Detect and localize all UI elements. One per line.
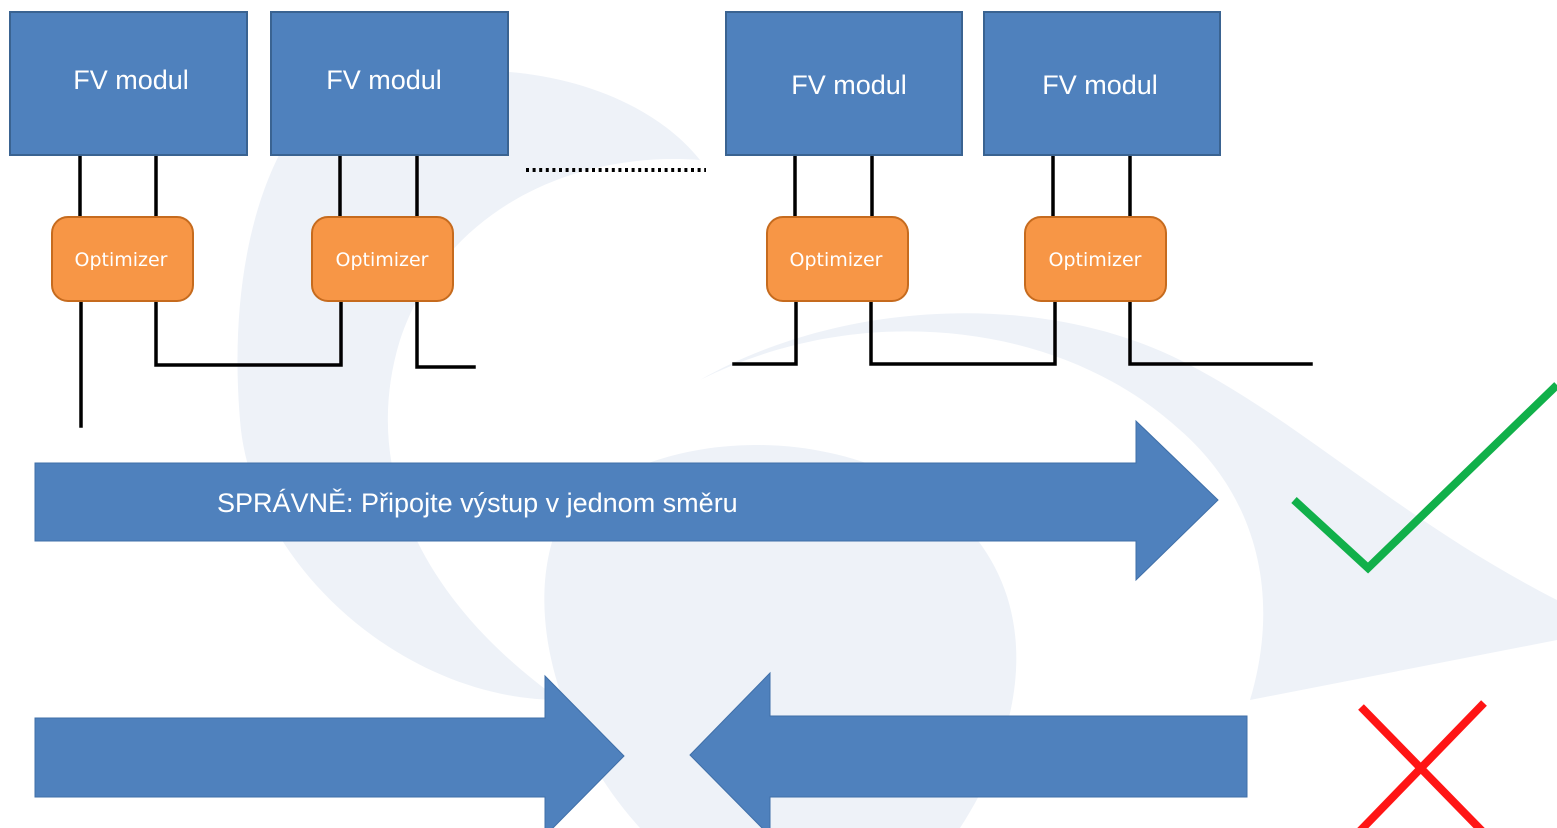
module-label: FV modul [73, 65, 189, 95]
optimizer-4: Optimizer [1024, 216, 1167, 302]
pv-module-1: FV modul [9, 11, 248, 156]
watermark-logo [237, 70, 1557, 828]
watermark-shape-right [700, 313, 1557, 700]
pv-module-2: FV modul [270, 11, 509, 156]
correct-direction-arrow: SPRÁVNĚ: Připojte výstup v jednom směru [34, 419, 1219, 582]
wire [154, 298, 343, 367]
wire [1128, 298, 1313, 366]
check-mark-icon [1291, 382, 1557, 574]
module-label: FV modul [326, 65, 442, 95]
optimizer-box [311, 216, 454, 302]
pv-module-3: FV modul [725, 11, 963, 156]
optimizer-1: Optimizer [51, 216, 194, 302]
optimizer-label: Optimizer [335, 249, 428, 271]
module-box [9, 11, 248, 156]
wire [732, 298, 798, 366]
wiring [78, 153, 1313, 428]
optimizer-label: Optimizer [789, 249, 882, 271]
optimizer-box [766, 216, 909, 302]
optimizer-2: Optimizer [311, 216, 454, 302]
arrow-right-shape [34, 674, 625, 828]
optimizer-box [1024, 216, 1167, 302]
optimizer-3: Optimizer [766, 216, 909, 302]
correct-instruction-label: SPRÁVNĚ: Připojte výstup v jednom směru [217, 487, 738, 518]
arrow-right-shape [34, 419, 1219, 582]
cross-mark-icon [1357, 700, 1487, 828]
pv-module-4: FV modul [983, 11, 1221, 156]
wrong-direction-arrows [34, 671, 1248, 828]
wire [869, 298, 1057, 366]
arrow-left-shape [689, 671, 1248, 828]
module-label: FV modul [1042, 70, 1158, 100]
optimizer-box [51, 216, 194, 302]
module-label: FV modul [791, 70, 907, 100]
optimizer-label: Optimizer [74, 249, 167, 271]
module-box [725, 11, 963, 156]
module-box [270, 11, 509, 156]
optimizer-label: Optimizer [1048, 249, 1141, 271]
cross-stroke [1357, 700, 1487, 828]
wire [415, 298, 476, 369]
module-box [983, 11, 1221, 156]
